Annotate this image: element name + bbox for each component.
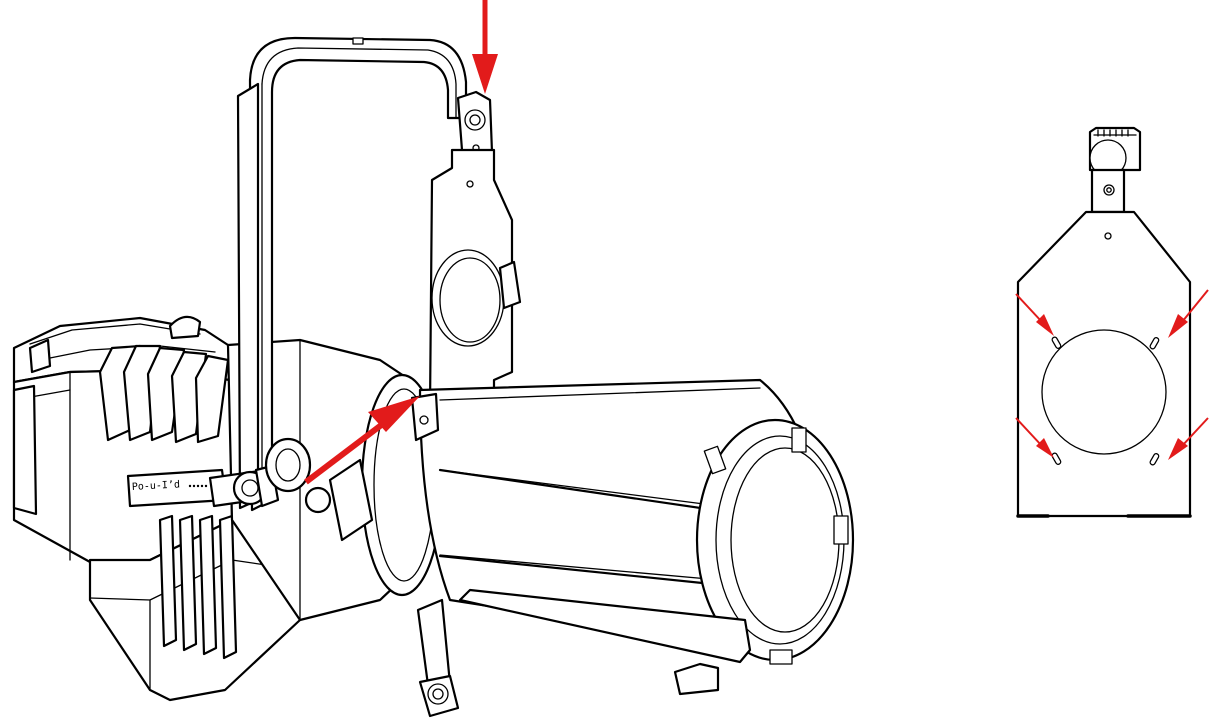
fixture-yoke bbox=[208, 36, 468, 512]
gel-frame-detail bbox=[1016, 126, 1192, 518]
gel-frame-lower-tab bbox=[416, 598, 460, 718]
arrow-slot-top-left bbox=[1015, 293, 1054, 336]
arrow-slot-bottom-right bbox=[1168, 417, 1209, 460]
fixture-label-plate: Po-u-I’d bbox=[126, 468, 228, 508]
gel-frame-holder bbox=[428, 90, 522, 432]
fixture-rear-body bbox=[12, 315, 414, 702]
arrow-slot-bottom-left bbox=[1015, 417, 1054, 458]
fixture-label-text: Po-u-I’d bbox=[132, 479, 181, 493]
fixture-lens-tube bbox=[304, 373, 855, 696]
arrow-top-down bbox=[472, 0, 498, 94]
arrow-slot-top-right bbox=[1168, 289, 1209, 338]
arrow-diagonal-up-right bbox=[304, 396, 420, 485]
